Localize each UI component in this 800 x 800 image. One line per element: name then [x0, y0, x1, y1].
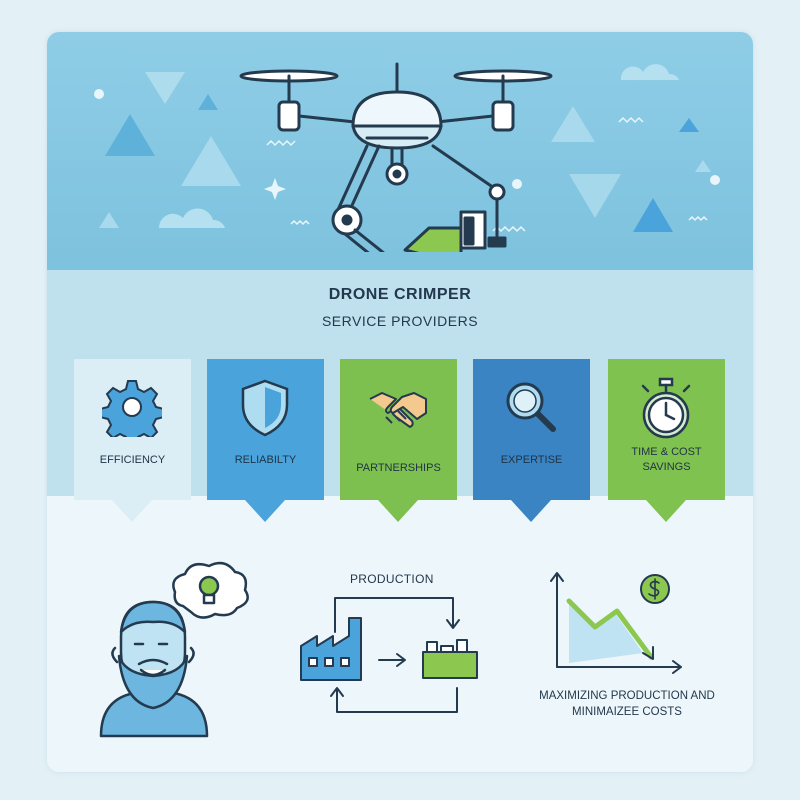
- triangle-shape: [695, 160, 711, 172]
- triangle-shape: [679, 118, 699, 132]
- page-title: DRONE CRIMPER: [328, 286, 472, 303]
- infographic-card: DRONE CRIMPER SERVICE PROVIDERS EFFICIEN…: [47, 32, 753, 772]
- gear-icon: [102, 380, 162, 437]
- feature-label: EFFICIENCY: [99, 454, 166, 466]
- triangle-shape: [569, 174, 621, 218]
- production-flow-diagram: [300, 597, 478, 713]
- feature-tile-reliability: RELIABILTY: [207, 359, 324, 522]
- handshake-icon: [369, 392, 427, 428]
- magnifier-icon: [506, 382, 556, 432]
- feature-label: TIME & COST SAVINGS: [631, 446, 702, 473]
- tile-pointer: [511, 500, 551, 522]
- cost-decline-chart-icon: [550, 572, 682, 674]
- tile-pointer: [646, 500, 686, 522]
- feature-tile-expertise: EXPERTISE: [473, 359, 590, 522]
- feature-label: RELIABILTY: [234, 454, 297, 466]
- tile-pointer: [245, 500, 285, 522]
- triangle-shape: [181, 136, 241, 186]
- tile-pointer: [112, 500, 152, 522]
- triangle-shape: [99, 212, 119, 228]
- maximize-caption-line2: MINIMAIZEE COSTS: [572, 706, 682, 718]
- thinking-person-illustration: [99, 561, 249, 738]
- stopwatch-icon: [641, 377, 691, 439]
- triangle-shape: [551, 106, 595, 142]
- feature-tile-time-cost: TIME & COST SAVINGS: [608, 359, 725, 522]
- maximize-caption: MAXIMIZING PRODUCTION AND MINIMAIZEE COS…: [527, 688, 727, 720]
- hero-decoration: [94, 64, 720, 233]
- triangle-shape: [145, 72, 185, 104]
- triangle-shape: [633, 198, 673, 232]
- feature-label: PARTNERSHIPS: [356, 462, 441, 474]
- tile-pointer: [378, 500, 418, 522]
- triangle-shape: [105, 114, 155, 156]
- hero-banner: [47, 32, 753, 270]
- page-subtitle: SERVICE PROVIDERS: [321, 313, 479, 329]
- maximize-caption-line1: MAXIMIZING PRODUCTION AND: [539, 690, 715, 702]
- feature-tile-efficiency: EFFICIENCY: [74, 359, 191, 522]
- production-label: PRODUCTION: [350, 572, 434, 586]
- triangle-shape: [198, 94, 218, 110]
- shield-icon: [241, 379, 289, 437]
- drone-illustration: [239, 62, 553, 252]
- feature-tile-partnerships: PARTNERSHIPS: [340, 359, 457, 522]
- feature-label: EXPERTISE: [500, 454, 563, 466]
